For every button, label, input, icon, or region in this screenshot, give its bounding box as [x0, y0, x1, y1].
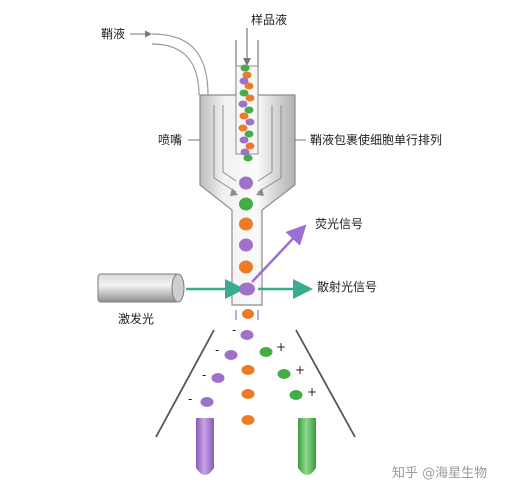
charge-negative: - — [188, 392, 193, 406]
cell — [238, 100, 248, 108]
charge-positive: + — [276, 340, 287, 354]
cell — [239, 197, 253, 211]
sample-fluid-label: 样品液 — [251, 13, 288, 27]
fluorescence-signal-label: 荧光信号 — [315, 217, 364, 231]
collection-tube-green — [298, 418, 316, 475]
cell — [242, 309, 254, 319]
sheath-inlet-lines — [151, 33, 209, 96]
cell — [239, 136, 249, 144]
cell — [244, 82, 254, 90]
cell — [239, 282, 255, 296]
collection-tube-purple — [196, 418, 214, 475]
internal-flow-lines — [213, 105, 282, 193]
cell — [239, 238, 253, 252]
cell — [241, 389, 255, 399]
cell — [239, 217, 253, 231]
cell — [244, 130, 254, 138]
cell — [242, 71, 252, 79]
watermark: 知乎 @海星生物 — [392, 466, 488, 481]
cell — [239, 112, 249, 120]
charge-negative: - — [232, 323, 237, 337]
cell — [243, 154, 253, 162]
cell — [224, 350, 238, 360]
cell — [259, 347, 273, 357]
flow-arrow-right — [256, 188, 264, 196]
cell — [240, 148, 250, 156]
scatter-signal-label: 散射光信号 — [317, 280, 378, 294]
cell — [245, 142, 255, 150]
cell — [239, 260, 253, 274]
cell — [245, 94, 255, 102]
nozzle-label: 喷嘴 — [158, 133, 183, 147]
deflection-plate-left — [155, 329, 215, 438]
cell — [289, 390, 303, 400]
cell — [241, 365, 255, 375]
cells — [200, 64, 303, 425]
cell — [211, 373, 225, 383]
cell — [200, 397, 214, 407]
cell — [239, 89, 249, 97]
charge-positive: + — [307, 385, 318, 399]
cell — [245, 118, 255, 126]
nozzle-exit-marks — [235, 310, 259, 320]
fluorescence-signal-arrow — [251, 224, 307, 283]
deflection-plate-right — [295, 329, 356, 438]
sheath-description-label: 鞘液包裹使细胞单行排列 — [310, 133, 443, 147]
cell — [238, 124, 248, 132]
sample-arrow-head — [243, 58, 251, 66]
cell — [240, 64, 250, 72]
charge-negative: - — [215, 343, 220, 357]
cell — [241, 415, 255, 425]
laser-source — [97, 273, 185, 303]
charge-positive: + — [295, 363, 306, 377]
cell — [240, 330, 254, 340]
laser-label: 激发光 — [118, 312, 155, 326]
cell — [244, 106, 254, 114]
cell — [277, 369, 291, 379]
cell — [239, 77, 249, 85]
cell — [239, 176, 253, 190]
charge-negative: - — [202, 368, 207, 382]
sheath-fluid-label: 鞘液 — [101, 27, 126, 41]
flow-arrow-left — [230, 188, 238, 196]
